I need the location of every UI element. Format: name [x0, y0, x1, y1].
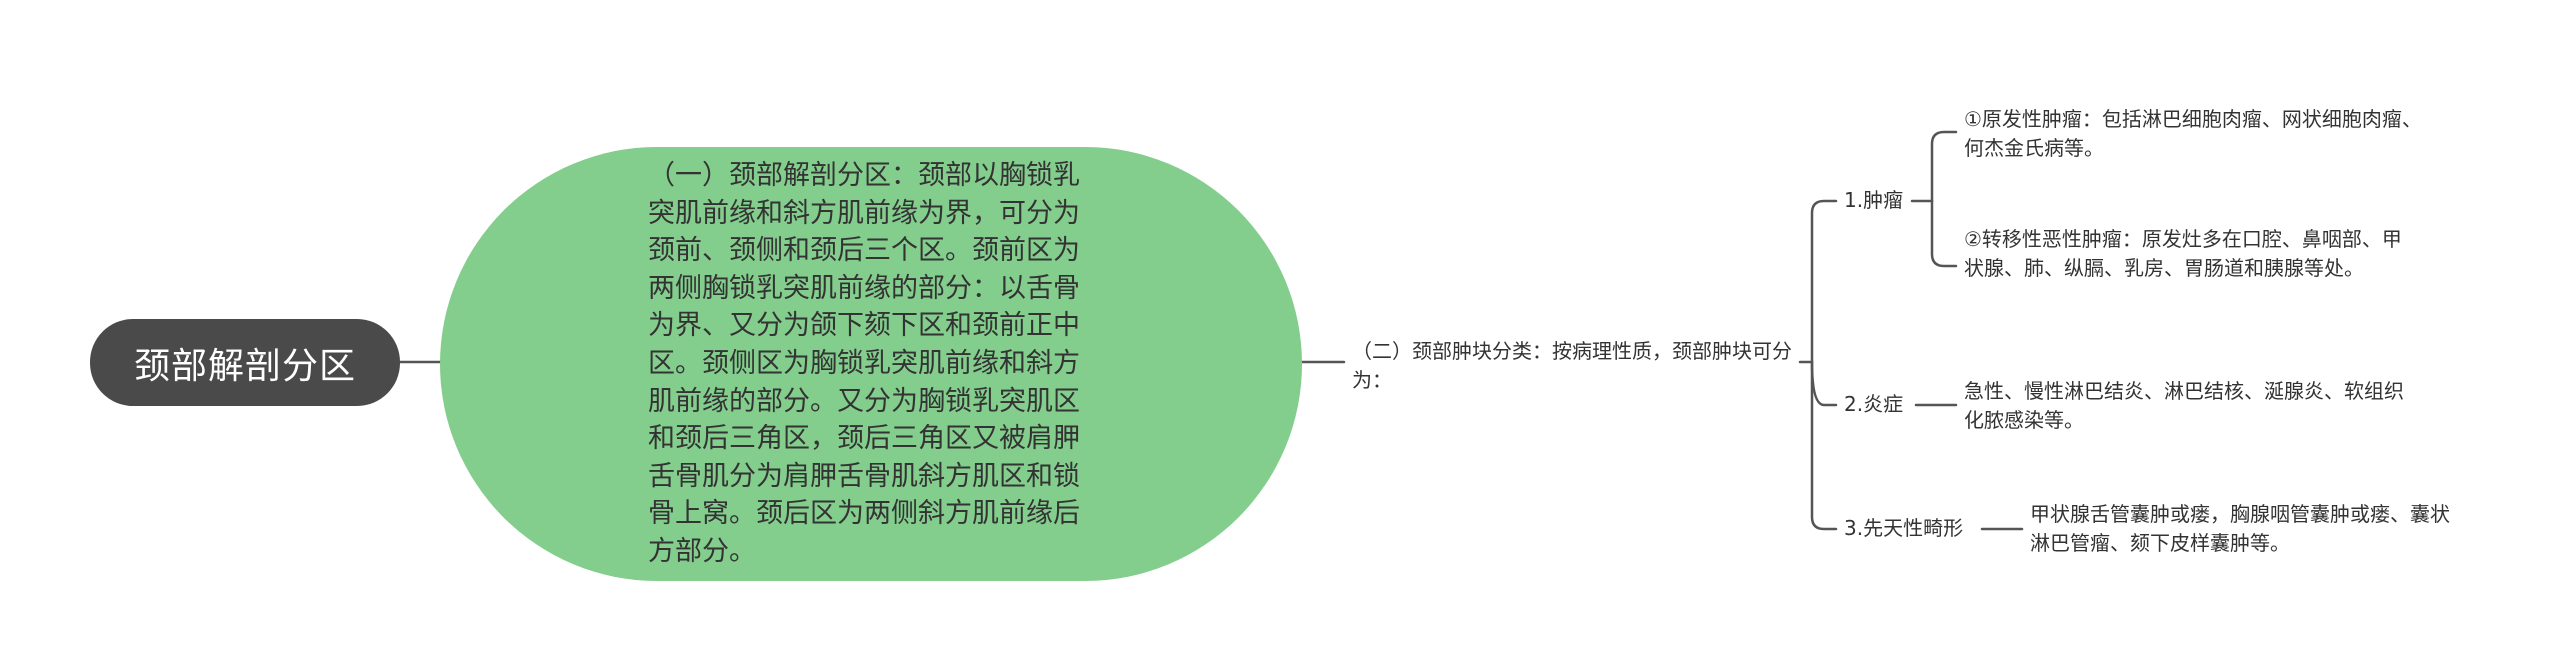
connector-branch2-bracket-top: [1810, 199, 1838, 364]
detail-congenital[interactable]: 甲状腺舌管囊肿或瘘，胸腺咽管囊肿或瘘、囊状淋巴管瘤、颏下皮样囊肿等。: [2030, 502, 2450, 555]
category-inflammation[interactable]: 2.炎症: [1844, 392, 1904, 416]
root-label: 颈部解剖分区: [133, 345, 356, 387]
root-node[interactable]: 颈部解剖分区: [90, 319, 400, 406]
detail-inflammation[interactable]: 急性、慢性淋巴结炎、淋巴结核、涎腺炎、软组织化脓感染等。: [1964, 379, 2404, 432]
detail-primary-tumor[interactable]: ①原发性肿瘤：包括淋巴细胞肉瘤、网状细胞肉瘤、何杰金氏病等。: [1964, 107, 2422, 160]
category-tumor[interactable]: 1.肿瘤: [1844, 188, 1904, 212]
branch1-text: （一）颈部解剖分区：颈部以胸锁乳突肌前缘和斜方肌前缘为界，可分为颈前、颈侧和颈后…: [648, 160, 1080, 567]
branch2-node[interactable]: （二）颈部肿块分类：按病理性质，颈部肿块可分为：: [1352, 339, 1792, 392]
connector-branch2-bracket-mid: [1810, 360, 1838, 407]
detail-metastatic-tumor[interactable]: ②转移性恶性肿瘤：原发灶多在口腔、鼻咽部、甲状腺、肺、纵膈、乳房、胃肠道和胰腺等…: [1964, 227, 2402, 280]
branch1-bubble[interactable]: [440, 147, 1302, 581]
connector-tumor-bracket-top: [1930, 130, 1958, 203]
connector-tumor-bracket-bottom: [1930, 199, 1958, 268]
category-congenital[interactable]: 3.先天性畸形: [1844, 516, 1964, 540]
connector-branch2-bracket-bottom: [1810, 360, 1838, 531]
